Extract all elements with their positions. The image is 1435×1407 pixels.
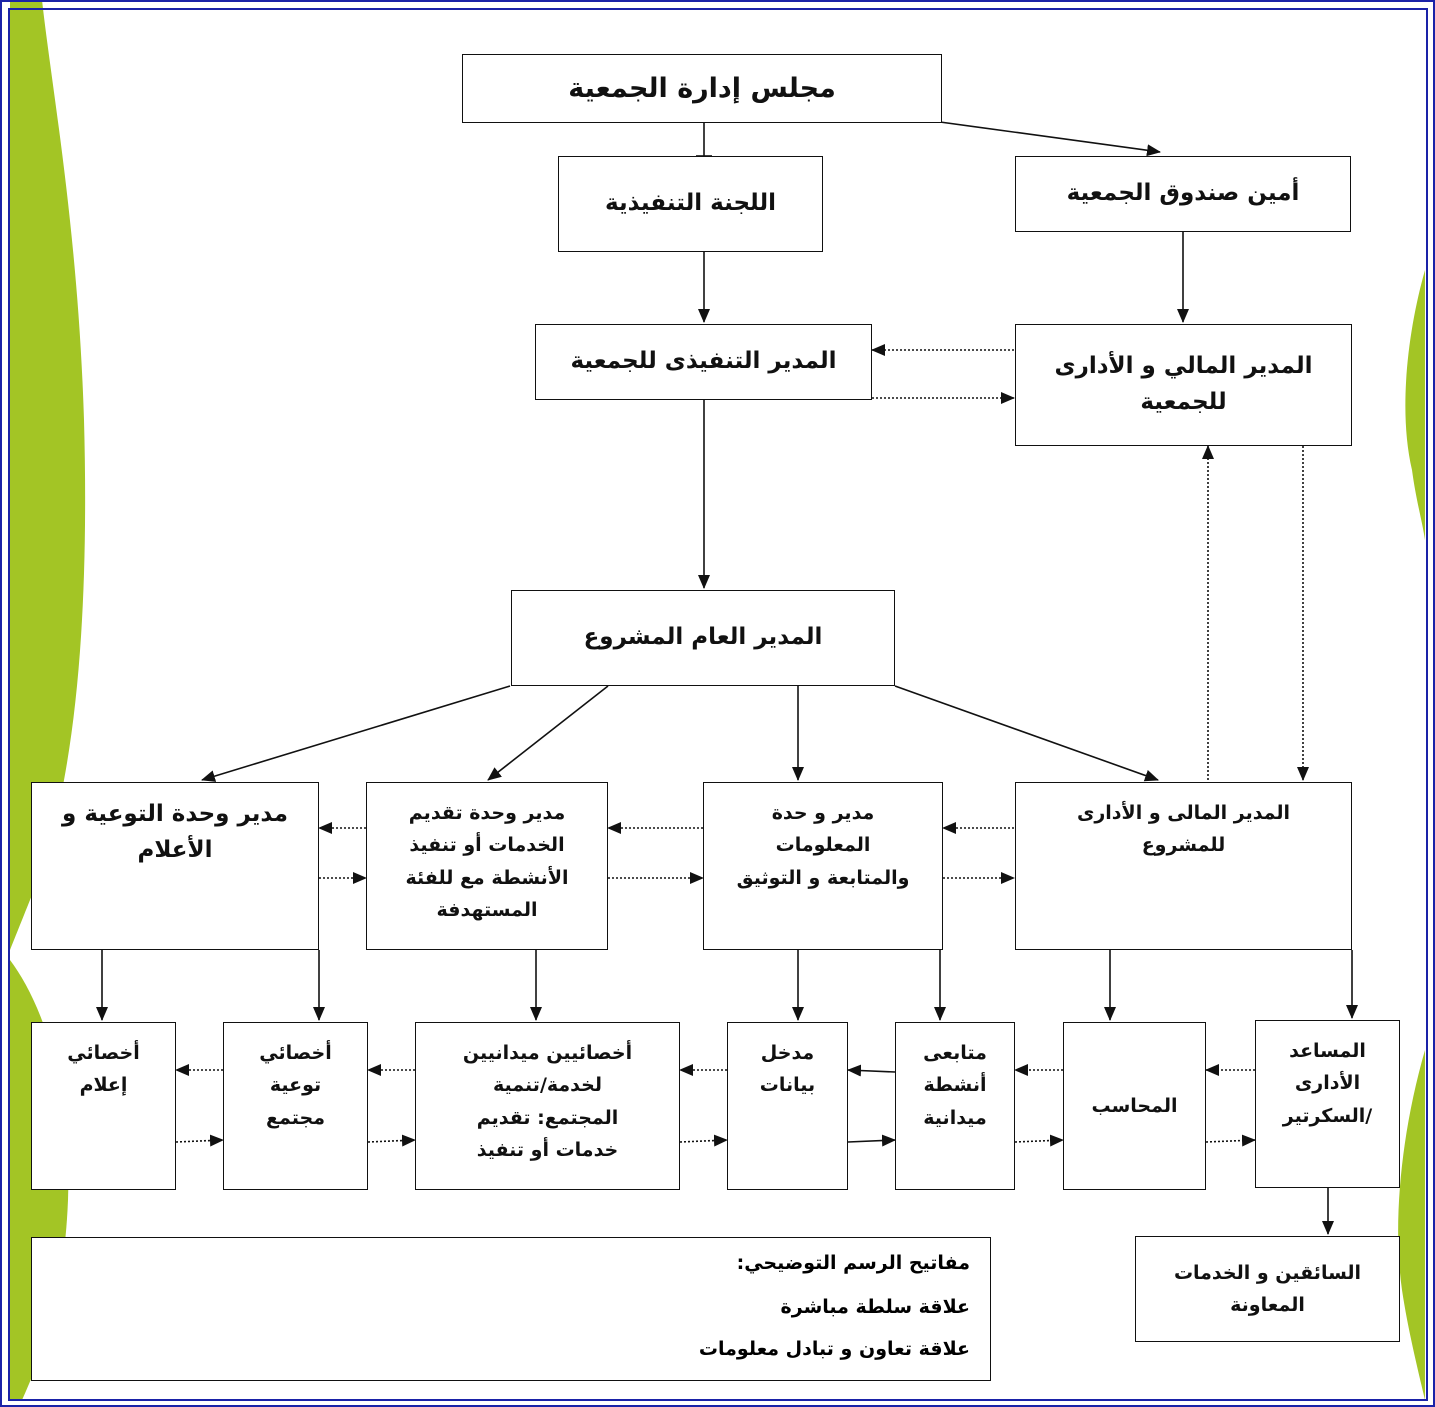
node-field-specialists: أخصائيين ميدانيين لخدمة/تنمية المجتمع: ت… [415,1022,680,1190]
node-admin-assistant: المساعد الأدارى /السكرتير [1255,1020,1400,1188]
dot-accountant-assistant [1205,1134,1256,1147]
node-field-followup: متابعى أنشطة ميدانية [895,1022,1015,1190]
node-exec-committee: اللجنة التنفيذية [558,156,823,252]
node-data-entry-label: مدخل بيانات [759,1042,816,1097]
inner-frame [8,8,1428,1401]
node-drivers-label: السائقين و الخدمات المعاونة [1173,1261,1362,1316]
legend-direct-authority: علاقة سلطة مباشرة [780,1296,970,1318]
legend-title: مفاتيح الرسم التوضيحي: [736,1252,970,1274]
line-board-treasurer [939,121,1161,157]
leaf-left-top [10,0,86,950]
node-fin-admin-assoc: المدير المالي و الأدارى للجمعية [1015,324,1352,446]
node-data-entry: مدخل بيانات [727,1022,848,1190]
node-awareness-unit-label: مدير وحدة التوعية و الأعلام [62,801,288,863]
leaf-right-top [1405,270,1425,540]
node-fin-admin-assoc-label: المدير المالي و الأدارى للجمعية [1054,353,1313,415]
node-admin-assistant-label: المساعد الأدارى /السكرتير [1282,1040,1373,1127]
node-treasurer: أمين صندوق الجمعية [1015,156,1351,232]
node-info-unit-label: مدير و حدة المعلومات والمتابعة و التوثيق [736,802,910,889]
node-general-manager: المدير العام المشروع [511,590,895,686]
node-awareness-specialist: أخصائي توعية مجتمع [223,1022,368,1190]
node-exec-director: المدير التنفيذى للجمعية [535,324,872,400]
line-gm-services [487,685,609,781]
node-exec-committee-label: اللجنة التنفيذية [605,190,776,217]
node-services-unit: مدير وحدة تقديم الخدمات أو تنفيذ الأنشطة… [366,782,608,950]
node-services-unit-label: مدير وحدة تقديم الخدمات أو تنفيذ الأنشطة… [405,802,569,921]
node-treasurer-label: أمين صندوق الجمعية [1066,180,1300,207]
leaf-right-bottom [1398,1050,1425,1400]
node-general-manager-label: المدير العام المشروع [583,624,823,651]
line-followup-dataentry [847,1064,896,1077]
node-board-label: مجلس إدارة الجمعية [568,73,836,104]
node-awareness-specialist-label: أخصائي توعية مجتمع [259,1042,332,1129]
legend-box: مفاتيح الرسم التوضيحي: علاقة سلطة مباشرة… [31,1237,991,1381]
legend-cooperation: علاقة تعاون و تبادل معلومات [698,1338,970,1360]
node-field-followup-label: متابعى أنشطة ميدانية [923,1042,987,1129]
line-dataentry-followup [847,1134,896,1147]
node-media-specialist-label: أخصائي إعلام [67,1042,140,1097]
dot-media-awareness [175,1134,224,1147]
node-board: مجلس إدارة الجمعية [462,54,942,123]
node-info-unit: مدير و حدة المعلومات والمتابعة و التوثيق [703,782,943,950]
node-fin-admin-project-label: المدير المالى و الأدارى للمشروع [1076,802,1291,857]
node-fin-admin-project: المدير المالى و الأدارى للمشروع [1015,782,1352,950]
line-gm-finproject [894,685,1159,782]
dot-followup-accountant [1014,1134,1064,1147]
node-exec-director-label: المدير التنفيذى للجمعية [570,348,837,375]
node-media-specialist: أخصائي إعلام [31,1022,176,1190]
node-awareness-unit: مدير وحدة التوعية و الأعلام [31,782,319,950]
dot-field-dataentry [679,1134,728,1147]
dot-awareness-field [367,1134,416,1147]
line-gm-awareness [201,685,511,782]
node-field-specialists-label: أخصائيين ميدانيين لخدمة/تنمية المجتمع: ت… [462,1042,633,1161]
node-drivers: السائقين و الخدمات المعاونة [1135,1236,1400,1342]
node-accountant: المحاسب [1063,1022,1206,1190]
node-accountant-label: المحاسب [1091,1094,1178,1117]
